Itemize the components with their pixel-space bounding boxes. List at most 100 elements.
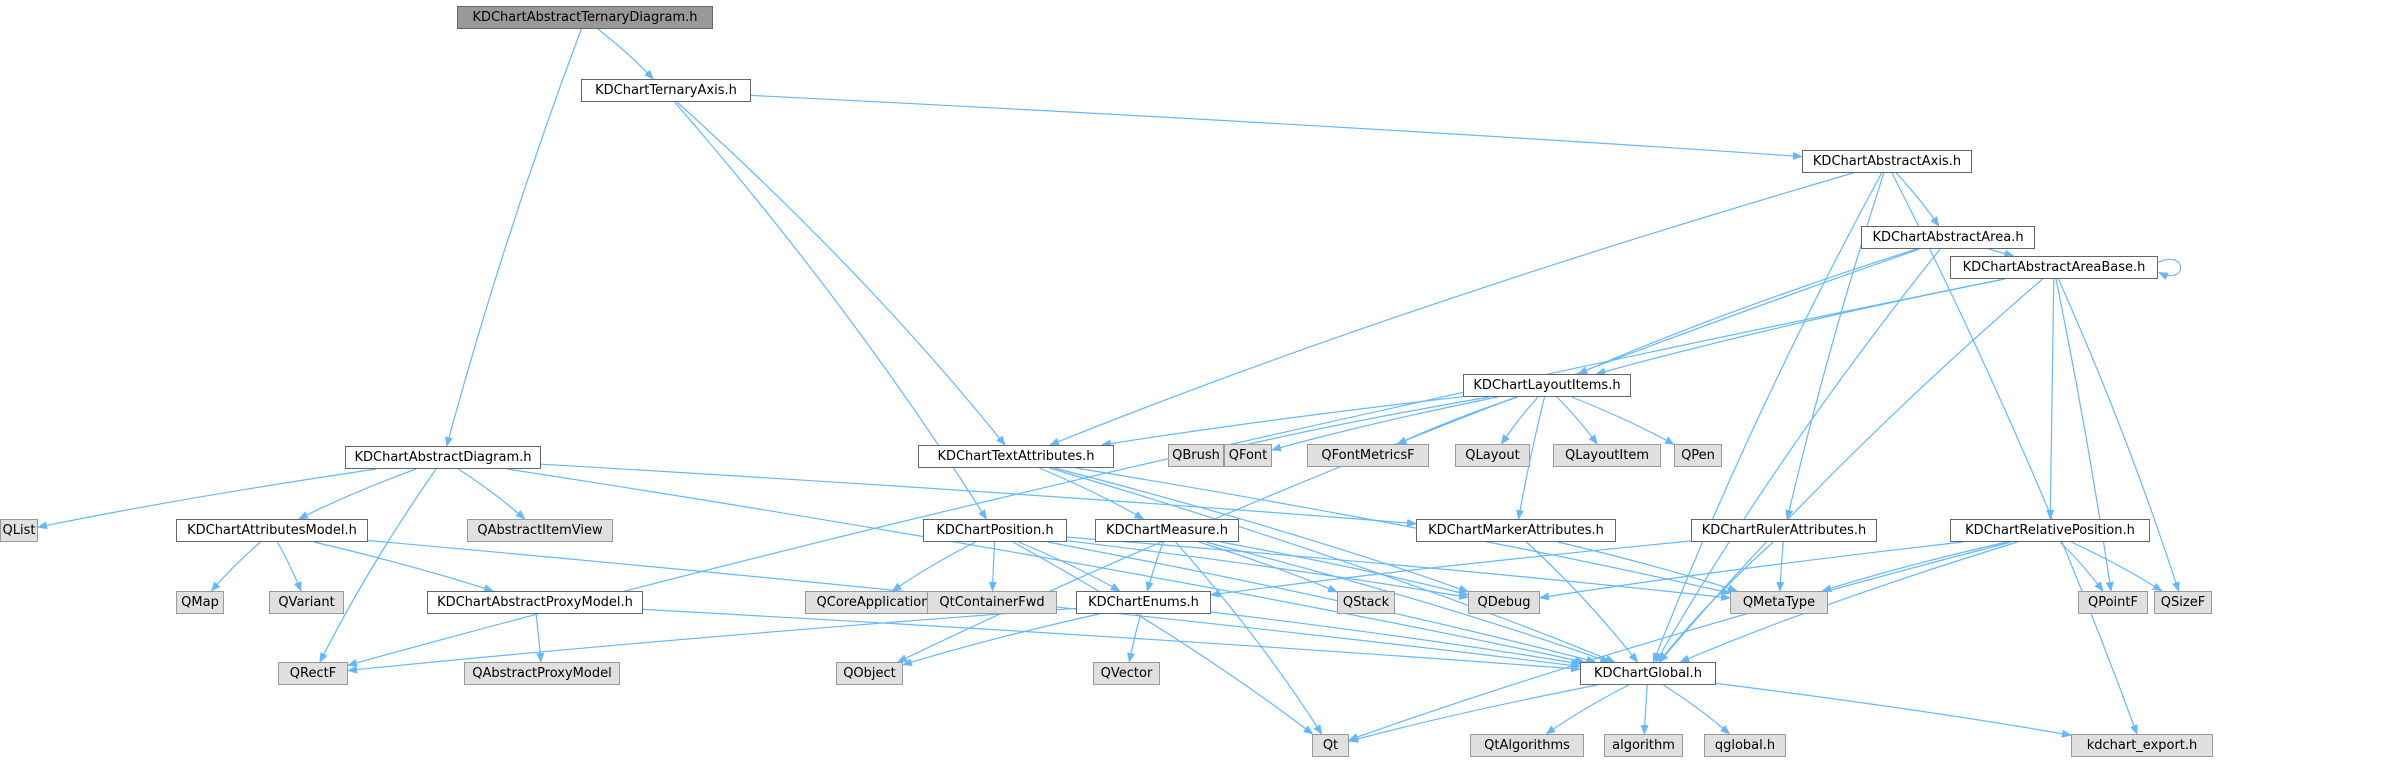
node-qabstractproxymodel: QAbstractProxyModel: [464, 662, 620, 685]
edge-kdchartrelativeposition-h-to-qmetatype: [1821, 541, 2007, 593]
node-qrectf: QRectF: [278, 662, 348, 685]
edge-kdchartposition-h-to-kdchartenums-h: [1018, 541, 1121, 592]
edge-kdchartattributesmodel-h-to-qvariant: [276, 541, 302, 592]
edge-kdchartmeasure-h-to-kdchartenums-h: [1145, 541, 1164, 592]
node-qbrush: QBrush: [1168, 444, 1224, 467]
edge-kdchartabstractdiagram-h-to-kdchartglobal-h: [507, 468, 1585, 665]
edge-kdchartglobal-h-to-qglobal-h: [1663, 684, 1731, 735]
edge-kdchartabstractaxis-h-to-kdchart-export-h: [1891, 172, 2138, 735]
edge-kdchartabstractarea-h-to-kdchartglobal-h: [1655, 248, 1941, 663]
node-kdchartglobal-h[interactable]: KDChartGlobal.h: [1580, 662, 1716, 685]
edge-kdchartrulerattributes-h-to-kdchartglobal-h: [1658, 541, 1774, 663]
node-qlayout: QLayout: [1455, 444, 1530, 467]
edge-kdchartabstractareabase-h-to-qsizef: [2057, 278, 2180, 592]
node-qt: Qt: [1312, 734, 1349, 757]
edge-kdchartenums-h-to-qvector: [1127, 613, 1142, 663]
node-qlayoutitem: QLayoutItem: [1553, 444, 1661, 467]
node-qstack: QStack: [1337, 591, 1395, 614]
edge-kdcharttextattributes-h-to-qdebug: [1054, 467, 1469, 593]
node-kdchartabstractdiagram-h[interactable]: KDChartAbstractDiagram.h: [345, 446, 541, 469]
edge-kdchartternaryaxis-h-to-kdcharttextattributes-h: [676, 101, 1006, 446]
node-kdchartrulerattributes-h[interactable]: KDChartRulerAttributes.h: [1691, 519, 1877, 542]
edge-kdchartabstractareabase-h-to-qpointf: [2055, 278, 2114, 592]
edge-kdchartabstractaxis-h-to-kdchartrulerattributes-h: [1785, 172, 1885, 520]
node-kdchartmeasure-h[interactable]: KDChartMeasure.h: [1095, 519, 1239, 542]
node-qpen: QPen: [1674, 444, 1722, 467]
node-kdchartrelativeposition-h[interactable]: KDChartRelativePosition.h: [1950, 519, 2150, 542]
edge-kdchartlayoutitems-h-to-qlayout: [1500, 396, 1539, 445]
edge-kdchartternaryaxis-h-to-kdchartabstractaxis-h: [750, 94, 1803, 160]
edge-kdchartattributesmodel-h-to-kdchartabstractproxymodel-h: [313, 541, 494, 593]
edge-kdchartabstractproxymodel-h-to-qabstractproxymodel: [535, 613, 545, 663]
edge-kdchartglobal-h-to-qt: [1348, 684, 1598, 743]
edge-kdchartabstractternarydiagram-h-to-kdchartternaryaxis-h: [597, 28, 654, 80]
node-qsizef: QSizeF: [2154, 591, 2212, 614]
edge-kdchartabstractarea-h-to-kdchartabstractareabase-h: [1988, 248, 2015, 258]
edge-kdchartlayoutitems-h-to-kdcharttextattributes-h: [1101, 396, 1464, 448]
node-qcoreapplication: QCoreApplication: [805, 591, 941, 614]
edge-kdchartabstractdiagram-h-to-qlist: [37, 468, 377, 530]
edge-kdchartrulerattributes-h-to-kdchartenums-h: [1210, 540, 1692, 598]
edge-kdchartabstractdiagram-h-to-qrectf: [319, 468, 437, 663]
edge-kdchartlayoutitems-h-to-qbrush: [1223, 396, 1490, 452]
node-qfontmetricsf: QFontMetricsF: [1307, 444, 1429, 467]
edge-kdchartrelativeposition-h-to-qpointf: [2059, 541, 2104, 592]
node-qfont: QFont: [1224, 444, 1272, 467]
node-kdchartternaryaxis-h[interactable]: KDChartTernaryAxis.h: [581, 79, 751, 102]
edge-kdchartmeasure-h-to-qdebug: [1220, 541, 1469, 597]
edge-kdchartrulerattributes-h-to-qmetatype: [1776, 541, 1785, 592]
node-kdchartposition-h[interactable]: KDChartPosition.h: [923, 519, 1067, 542]
edge-kdcharttextattributes-h-to-kdchartglobal-h: [1049, 467, 1616, 663]
node-qtcontainerfwd: QtContainerFwd: [927, 591, 1057, 614]
node-kdchart-export-h: kdchart_export.h: [2071, 734, 2213, 757]
edge-kdchartmeasure-h-to-qstack: [1198, 541, 1338, 593]
edge-kdchartenums-h-to-qobject: [902, 613, 1100, 666]
edge-kdcharttextattributes-h-to-kdchartmeasure-h: [1039, 467, 1145, 520]
edge-kdchartglobal-h-to-kdchart-export-h: [1715, 682, 2072, 738]
edge-kdchartmeasure-h-to-qt: [1175, 541, 1323, 735]
edge-kdchartabstractareabase-h-to-kdchartrelativeposition-h: [2046, 278, 2055, 520]
edge-kdchartmeasure-h-to-kdchartglobal-h: [1205, 541, 1611, 663]
node-kdchartabstractareabase-h[interactable]: KDChartAbstractAreaBase.h: [1950, 256, 2158, 279]
edge-kdchartabstractaxis-h-to-kdchartabstractarea-h: [1895, 172, 1940, 227]
node-kdchartabstractarea-h[interactable]: KDChartAbstractArea.h: [1861, 226, 2035, 249]
edge-kdchartlayoutitems-h-to-qlayoutitem: [1556, 396, 1598, 445]
edge-kdchartabstractarea-h-to-kdchartlayoutitems-h: [1577, 248, 1917, 375]
edge-kdchartabstractternarydiagram-h-to-kdchartabstractdiagram-h: [445, 28, 582, 447]
node-kdchartattributesmodel-h[interactable]: KDChartAttributesModel.h: [176, 519, 368, 542]
node-kdchartenums-h[interactable]: KDChartEnums.h: [1076, 591, 1211, 614]
node-qabstractitemview: QAbstractItemView: [467, 519, 613, 542]
node-kdchartabstractproxymodel-h[interactable]: KDChartAbstractProxyModel.h: [427, 591, 643, 614]
edge-kdchartabstractaxis-h-to-kdchartglobal-h: [1652, 172, 1883, 663]
edge-kdchartabstractareabase-h-to-kdchartabstractareabase-h: [2157, 258, 2182, 281]
edge-kdchartlayoutitems-h-to-qfontmetricsf: [1396, 396, 1518, 445]
edge-kdchartposition-h-to-qcoreapplication: [891, 541, 976, 592]
edge-kdchartposition-h-to-qmetatype: [1066, 536, 1731, 601]
edge-kdchartenums-h-to-qrectf: [347, 607, 1077, 674]
node-kdchartabstractaxis-h[interactable]: KDChartAbstractAxis.h: [1802, 150, 1972, 173]
node-qpointf: QPointF: [2078, 591, 2148, 614]
edge-kdchartenums-h-to-kdchartglobal-h: [1210, 611, 1581, 667]
edge-kdchartmarkerattributes-h-to-qmetatype: [1557, 541, 1738, 593]
edge-kdchartposition-h-to-qt: [1012, 541, 1314, 735]
edge-kdchartabstractproxymodel-h-to-kdchartglobal-h: [642, 608, 1581, 673]
node-kdchartlayoutitems-h[interactable]: KDChartLayoutItems.h: [1463, 374, 1631, 397]
edge-kdchartrelativeposition-h-to-qdebug: [1539, 541, 1963, 601]
edge-kdchartabstractdiagram-h-to-qabstractitemview: [457, 468, 526, 520]
node-qvector: QVector: [1093, 662, 1160, 685]
node-qobject: QObject: [836, 662, 903, 685]
node-kdchartmarkerattributes-h[interactable]: KDChartMarkerAttributes.h: [1416, 519, 1616, 542]
edge-kdchartrelativeposition-h-to-qt: [1348, 541, 2012, 741]
node-kdchartabstractternarydiagram-h[interactable]: KDChartAbstractTernaryDiagram.h: [457, 6, 713, 29]
edge-kdchartrelativeposition-h-to-qsizef: [2070, 541, 2163, 592]
node-kdcharttextattributes-h[interactable]: KDChartTextAttributes.h: [918, 445, 1114, 468]
node-qlist: QList: [0, 519, 38, 542]
node-qdebug: QDebug: [1468, 591, 1540, 614]
edge-kdchartabstractdiagram-h-to-kdchartmarkerattributes-h: [540, 463, 1417, 527]
node-algorithm: algorithm: [1604, 734, 1683, 757]
edge-kdchartrelativeposition-h-to-kdchartglobal-h: [1679, 541, 2018, 663]
edge-kdchartposition-h-to-qtcontainerfwd: [988, 541, 997, 592]
edge-kdchartattributesmodel-h-to-qmap: [210, 541, 261, 592]
node-qmap: QMap: [176, 591, 224, 614]
edge-kdchartglobal-h-to-algorithm: [1640, 684, 1649, 735]
